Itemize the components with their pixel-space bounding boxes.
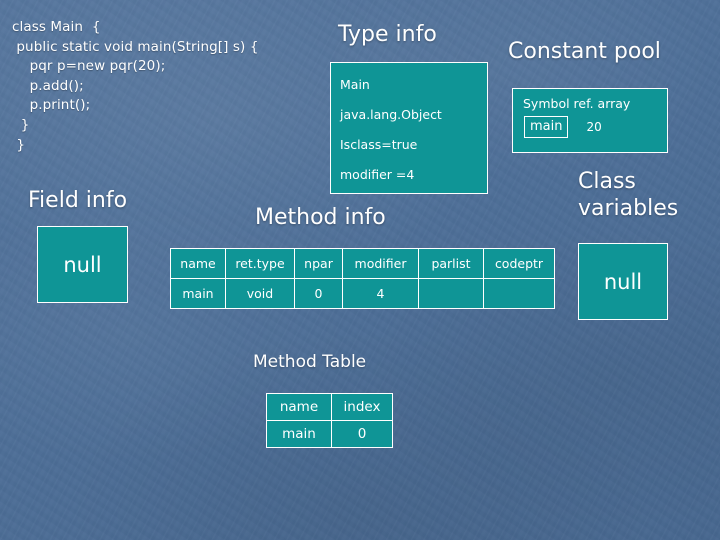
- constant-pool-heading: Constant pool: [508, 39, 661, 64]
- column-header-codeptr: codeptr: [483, 248, 555, 279]
- symbol-ref-value: 20: [586, 119, 602, 134]
- constant-pool-box: Symbol ref. array main 20: [512, 88, 668, 153]
- cell-parlist: [418, 278, 484, 309]
- method-info-table: name ret.type npar modifier parlist code…: [170, 248, 555, 309]
- field-info-value: null: [63, 252, 102, 277]
- symbol-ref-main-cell: main: [524, 116, 569, 138]
- type-info-heading: Type info: [338, 22, 437, 47]
- type-info-superclass: java.lang.Object: [340, 107, 442, 122]
- column-header-modifier: modifier: [342, 248, 419, 279]
- method-table: name index main 0: [266, 393, 393, 448]
- method-table-heading: Method Table: [253, 352, 367, 372]
- class-variables-box: null: [578, 243, 668, 320]
- table-header-row: name ret.type npar modifier parlist code…: [170, 248, 555, 279]
- class-variables-value: null: [603, 269, 643, 294]
- cell-name: main: [170, 278, 226, 309]
- class-variables-heading: Class variables: [578, 169, 679, 221]
- column-header-rettype: ret.type: [225, 248, 295, 279]
- cell-rettype: void: [225, 278, 295, 309]
- table-row: main void 0 4: [170, 278, 555, 309]
- column-header-name: name: [170, 248, 226, 279]
- cell-codeptr: [483, 278, 555, 309]
- method-info-heading: Method info: [255, 205, 386, 230]
- cell-modifier: 4: [342, 278, 419, 309]
- type-info-isclass: Isclass=true: [340, 137, 418, 152]
- column-header-index: index: [331, 393, 393, 421]
- symbol-ref-array-row: main 20: [524, 116, 667, 138]
- field-info-box: null: [37, 226, 128, 303]
- cell-npar: 0: [294, 278, 343, 309]
- symbol-ref-array-label: Symbol ref. array: [523, 96, 631, 111]
- field-info-heading: Field info: [28, 188, 128, 213]
- table-row: main 0: [266, 420, 393, 448]
- type-info-box: Main java.lang.Object Isclass=true modif…: [330, 62, 488, 194]
- column-header-npar: npar: [294, 248, 343, 279]
- column-header-name: name: [266, 393, 332, 421]
- cell-name: main: [266, 420, 332, 448]
- table-header-row: name index: [266, 393, 393, 421]
- cell-index: 0: [331, 420, 393, 448]
- java-source-code: class Main { public static void main(Str…: [12, 19, 259, 153]
- type-info-class-name: Main: [340, 77, 370, 92]
- column-header-parlist: parlist: [418, 248, 484, 279]
- type-info-modifier: modifier =4: [340, 167, 415, 182]
